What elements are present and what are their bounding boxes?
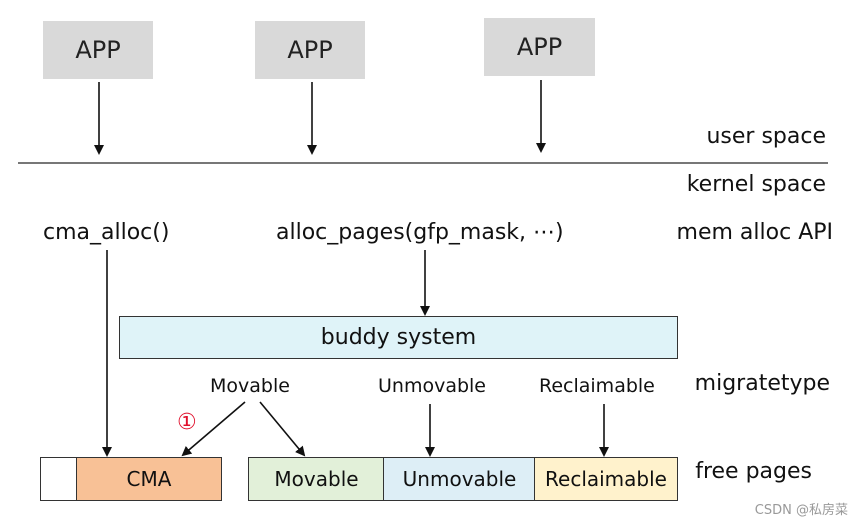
kernel-space-label: kernel space: [686, 172, 826, 197]
free-pages-label: free pages: [695, 459, 812, 484]
user-space-label: user space: [706, 124, 826, 149]
arrow-movable-to-cma: [181, 401, 246, 457]
free-page-unmovable: Unmovable: [383, 457, 536, 501]
migratetype-unmovable: Unmovable: [378, 375, 486, 397]
free-page-cma: CMA: [76, 457, 222, 501]
mem-alloc-api-label: mem alloc API: [676, 220, 833, 245]
arrow-movable-to-movable: [259, 401, 306, 457]
alloc-pages-call: alloc_pages(gfp_mask, ⋯): [276, 220, 564, 245]
app-box-2: APP: [255, 21, 365, 79]
watermark: CSDN @私房菜: [754, 503, 848, 518]
migratetype-label: migratetype: [694, 371, 830, 396]
free-page-reclaimable: Reclaimable: [534, 457, 678, 501]
migratetype-movable: Movable: [210, 375, 290, 397]
cma-alloc-call: cma_alloc(): [43, 220, 170, 245]
buddy-system-box: buddy system: [119, 316, 678, 359]
free-page-blank: [40, 457, 78, 501]
app-box-3: APP: [484, 18, 595, 76]
free-page-movable: Movable: [248, 457, 385, 501]
app-box-1: APP: [43, 21, 153, 79]
migratetype-reclaimable: Reclaimable: [539, 375, 655, 397]
step-marker-1: ①: [177, 410, 197, 435]
